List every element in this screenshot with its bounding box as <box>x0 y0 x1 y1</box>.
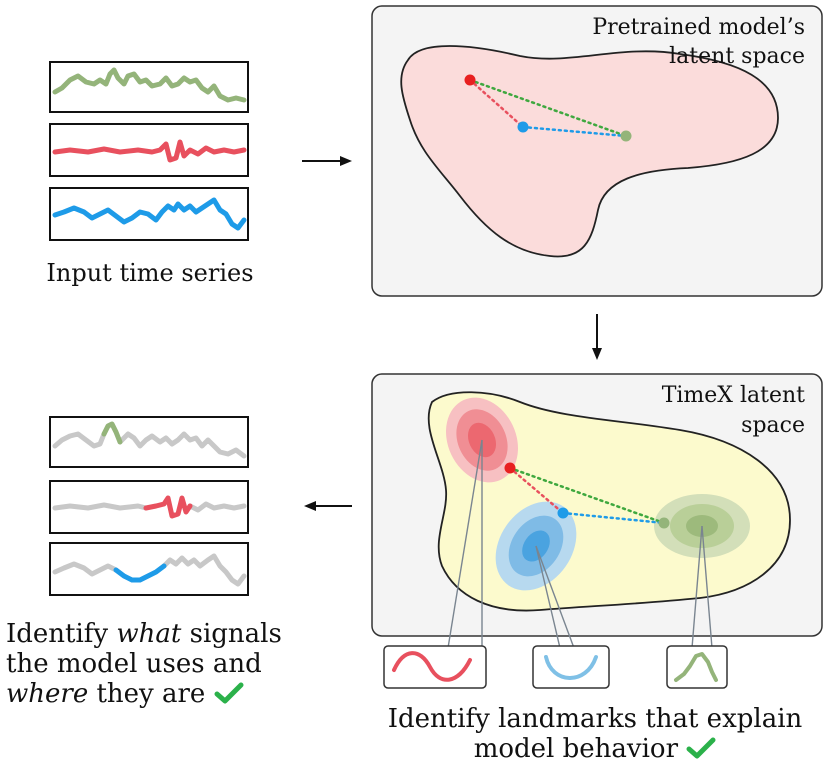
checkmark-icon <box>214 682 244 704</box>
green-embedding-point <box>620 130 632 142</box>
red-series-line <box>52 139 247 163</box>
output-red-highlight <box>143 495 193 519</box>
right-arrow-icon <box>302 156 352 166</box>
dist-red-blue <box>468 78 525 129</box>
blue-series-line <box>52 197 247 231</box>
timex-embeddings <box>504 462 670 529</box>
green-landmark-box <box>666 645 728 689</box>
blue-landmark-shapelet <box>544 655 598 680</box>
right-output-line1: Identify landmarks that explain <box>387 704 803 734</box>
input-caption: Input time series <box>46 259 253 287</box>
timex-dist-red-blue <box>508 466 565 515</box>
output-box-green <box>49 416 249 468</box>
input-series-group <box>49 61 249 241</box>
timex-dist-blue-green <box>561 511 666 525</box>
red-landmark-shapelet <box>392 651 472 682</box>
down-arrow-icon <box>592 314 602 360</box>
input-series-box-green <box>49 61 249 113</box>
red-embedding-point <box>464 74 476 86</box>
output-blue-highlight <box>113 563 167 583</box>
left-arrow-icon <box>304 501 352 511</box>
output-series-group <box>49 416 249 596</box>
pretrained-latent-region <box>400 45 779 258</box>
blue-landmark-box <box>532 645 610 689</box>
green-series-line <box>52 67 247 103</box>
output-red-gray <box>52 501 247 513</box>
left-output-line2: the model uses and <box>6 648 262 679</box>
output-box-blue <box>49 542 249 596</box>
red-landmark-box <box>383 645 487 689</box>
output-green-gray <box>52 431 247 459</box>
left-output-caption: Identify what signals the model uses and… <box>6 619 306 710</box>
dist-red-green <box>468 78 628 138</box>
checkmark-icon <box>686 737 716 759</box>
output-green-highlight <box>101 421 123 445</box>
output-blue-gray <box>52 553 247 587</box>
left-output-line1: Identify what signals <box>6 619 282 649</box>
timex-red-point <box>504 462 516 474</box>
blue-embedding-point <box>517 121 529 133</box>
left-output-line3: where they are <box>6 679 306 710</box>
timex-green-point <box>658 517 670 529</box>
dist-blue-green <box>521 125 628 138</box>
landmark-connectors <box>447 439 713 649</box>
timex-blue-point <box>557 507 569 519</box>
right-output-caption: Identify landmarks that explain model be… <box>360 704 830 765</box>
green-landmark-shapelet <box>674 652 718 682</box>
timex-title-line2: space <box>741 413 805 438</box>
pretrained-title-line2: latent space <box>669 44 805 69</box>
pretrained-title-line1: Pretrained model’s <box>592 15 805 40</box>
pretrained-embeddings <box>464 74 632 142</box>
right-output-line2: model behavior <box>360 734 830 765</box>
timex-title-line1: TimeX latent <box>662 383 805 408</box>
